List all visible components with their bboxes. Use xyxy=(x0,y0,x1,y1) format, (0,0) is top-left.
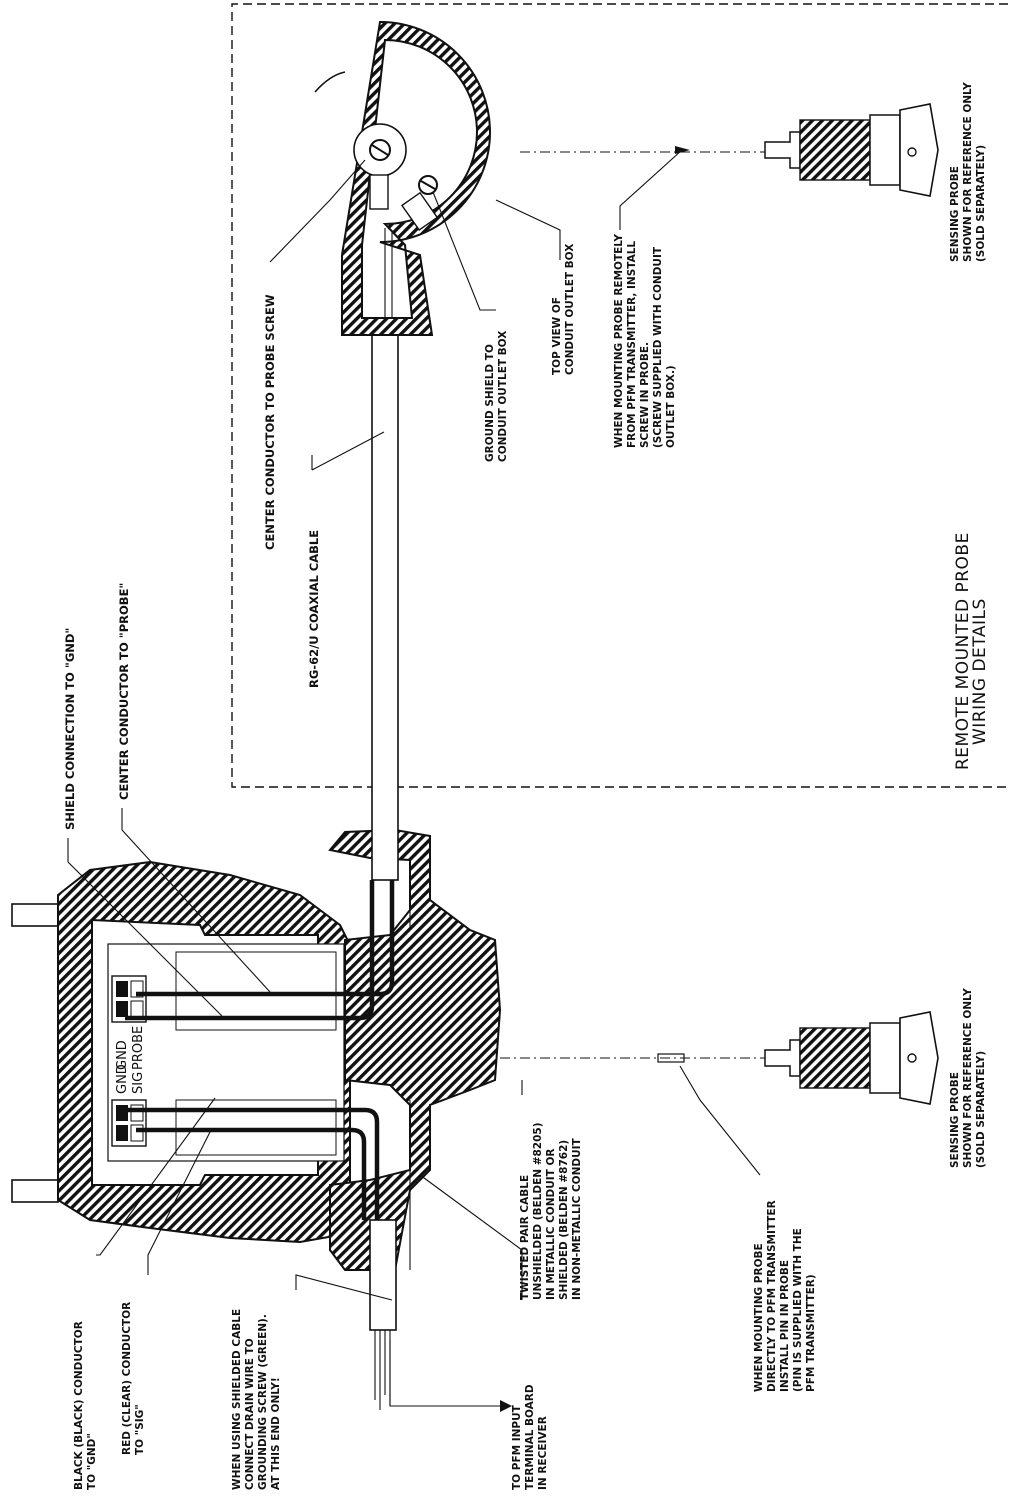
sensing-probe-bottom xyxy=(500,1011,939,1105)
svg-text:WHEN MOUNTING PROBE: WHEN MOUNTING PROBE xyxy=(753,1243,765,1392)
svg-text:TOP VIEW OF: TOP VIEW OF xyxy=(551,297,563,375)
svg-text:IN RECEIVER: IN RECEIVER xyxy=(537,1416,549,1490)
svg-text:(SCREW SUPPLIED WITH CONDUIT: (SCREW SUPPLIED WITH CONDUIT xyxy=(652,246,664,448)
svg-text:CONNECT DRAIN WIRE TO: CONNECT DRAIN WIRE TO xyxy=(244,1338,256,1490)
label-ground-shield: GROUND SHIELD TO CONDUIT OUTLET BOX xyxy=(484,331,509,462)
title-line1: REMOTE MOUNTED PROBE xyxy=(953,532,973,770)
terminal-block-gnd-sig xyxy=(111,1099,147,1147)
label-black-conductor: BLACK (BLACK) CONDUCTOR TO "GND" xyxy=(73,1321,98,1490)
sensing-probe-top xyxy=(520,103,939,197)
svg-text:SENSING PROBE: SENSING PROBE xyxy=(949,166,961,262)
svg-text:TWISTED PAIR CABLE: TWISTED PAIR CABLE xyxy=(519,1175,531,1300)
terminal-label-gnd-left: GND xyxy=(115,1064,130,1094)
svg-text:(PIN IS SUPPLIED WITH THE: (PIN IS SUPPLIED WITH THE xyxy=(792,1228,804,1392)
svg-text:BLACK (BLACK) CONDUCTOR: BLACK (BLACK) CONDUCTOR xyxy=(73,1321,85,1490)
terminal-label-sig: SIG xyxy=(131,1072,146,1094)
svg-text:TERMINAL BOARD: TERMINAL BOARD xyxy=(524,1384,536,1490)
svg-text:PFM TRANSMITTER): PFM TRANSMITTER) xyxy=(805,1274,817,1392)
leader-lines xyxy=(67,149,761,1412)
mounting-lug-bottom xyxy=(11,1179,59,1203)
remote-mounting-box xyxy=(231,3,1008,788)
terminal-block-gnd-probe xyxy=(111,975,147,1023)
wire-gnd-black xyxy=(125,1107,380,1220)
conduit-hub xyxy=(328,828,502,1271)
wire-probe-center xyxy=(136,880,395,997)
svg-text:RED (CLEAR) CONDUCTOR: RED (CLEAR) CONDUCTOR xyxy=(121,1302,133,1455)
label-shield-connection: SHIELD CONNECTION TO "GND" xyxy=(63,628,77,830)
coaxial-cable xyxy=(371,228,399,881)
wire-sig-red xyxy=(136,1127,367,1220)
svg-text:AT THIS END ONLY!: AT THIS END ONLY! xyxy=(270,1377,282,1490)
svg-text:(SOLD SEPARATELY): (SOLD SEPARATELY) xyxy=(975,145,987,262)
label-direct-mounting: WHEN MOUNTING PROBE DIRECTLY TO PFM TRAN… xyxy=(753,1200,817,1392)
label-center-conductor-probe: CENTER CONDUCTOR TO "PROBE" xyxy=(117,583,131,800)
label-red-conductor: RED (CLEAR) CONDUCTOR TO "SIG" xyxy=(121,1302,146,1455)
transmitter-housing: GND SIG GND PROBE xyxy=(11,828,502,1271)
svg-text:SENSING PROBE: SENSING PROBE xyxy=(949,1072,961,1168)
terminal-label-gnd-right: GND xyxy=(115,1040,130,1070)
diagram-title: REMOTE MOUNTED PROBE WIRING DETAILS xyxy=(953,532,990,770)
svg-text:CONDUIT OUTLET BOX: CONDUIT OUTLET BOX xyxy=(564,244,576,375)
svg-text:WHEN MOUNTING PROBE REMOTELY: WHEN MOUNTING PROBE REMOTELY xyxy=(613,234,625,448)
terminal-label-probe: PROBE xyxy=(131,1026,146,1070)
svg-text:TO PFM INPUT: TO PFM INPUT xyxy=(511,1404,523,1490)
svg-text:IN METALLIC CONDUIT OR: IN METALLIC CONDUIT OR xyxy=(545,1149,557,1301)
svg-text:(SOLD SEPARATELY): (SOLD SEPARATELY) xyxy=(975,1051,987,1168)
svg-text:WHEN USING SHIELDED CABLE: WHEN USING SHIELDED CABLE xyxy=(231,1309,243,1490)
conduit-outlet-box xyxy=(314,20,491,336)
svg-text:SHOWN FOR REFERENCE ONLY: SHOWN FOR REFERENCE ONLY xyxy=(962,82,974,262)
label-twisted-pair: TWISTED PAIR CABLE UNSHIELDED (BELDEN #8… xyxy=(519,1122,583,1300)
svg-text:IN NON-METALLIC CONDUIT: IN NON-METALLIC CONDUIT xyxy=(571,1137,583,1300)
label-sensing-probe-top: SENSING PROBE SHOWN FOR REFERENCE ONLY (… xyxy=(949,82,987,262)
svg-text:SHIELDED (BELDEN #8762): SHIELDED (BELDEN #8762) xyxy=(558,1140,570,1300)
svg-text:SHOWN FOR REFERENCE ONLY: SHOWN FOR REFERENCE ONLY xyxy=(962,988,974,1168)
wire-gnd-shield xyxy=(125,880,375,1021)
svg-text:OUTLET BOX.): OUTLET BOX.) xyxy=(665,365,677,448)
label-remote-mounting: WHEN MOUNTING PROBE REMOTELY FROM PFM TR… xyxy=(613,234,677,448)
svg-text:TO "GND": TO "GND" xyxy=(86,1433,98,1490)
svg-text:GROUNDING SCREW (GREEN).: GROUNDING SCREW (GREEN). xyxy=(257,1314,269,1490)
label-sensing-probe-bottom: SENSING PROBE SHOWN FOR REFERENCE ONLY (… xyxy=(949,988,987,1168)
twisted-pair-cable xyxy=(369,1219,397,1410)
svg-text:FROM PFM TRANSMITTER, INSTALL: FROM PFM TRANSMITTER, INSTALL xyxy=(626,241,638,448)
title-line2: WIRING DETAILS xyxy=(970,598,990,745)
svg-text:SCREW IN PROBE.: SCREW IN PROBE. xyxy=(639,342,651,448)
svg-text:GROUND SHIELD TO: GROUND SHIELD TO xyxy=(484,344,496,462)
label-shielded-cable: WHEN USING SHIELDED CABLE CONNECT DRAIN … xyxy=(231,1309,282,1490)
mounting-lug-top xyxy=(11,903,59,927)
label-center-conductor-screw: CENTER CONDUCTOR TO PROBE SCREW xyxy=(263,294,277,550)
svg-text:INSTALL PIN IN PROBE: INSTALL PIN IN PROBE xyxy=(779,1260,791,1392)
label-top-view: TOP VIEW OF CONDUIT OUTLET BOX xyxy=(551,244,576,375)
svg-text:UNSHIELDED (BELDEN #8205): UNSHIELDED (BELDEN #8205) xyxy=(532,1122,544,1300)
label-pfm-input: TO PFM INPUT TERMINAL BOARD IN RECEIVER xyxy=(511,1384,549,1490)
svg-text:DIRECTLY TO PFM TRANSMITTER: DIRECTLY TO PFM TRANSMITTER xyxy=(766,1200,778,1392)
terminal-board xyxy=(107,943,345,1162)
label-rg62u-coaxial: RG-62/U COAXIAL CABLE xyxy=(307,530,321,688)
svg-text:CONDUIT OUTLET BOX: CONDUIT OUTLET BOX xyxy=(497,331,509,462)
svg-text:TO "SIG": TO "SIG" xyxy=(134,1404,146,1455)
